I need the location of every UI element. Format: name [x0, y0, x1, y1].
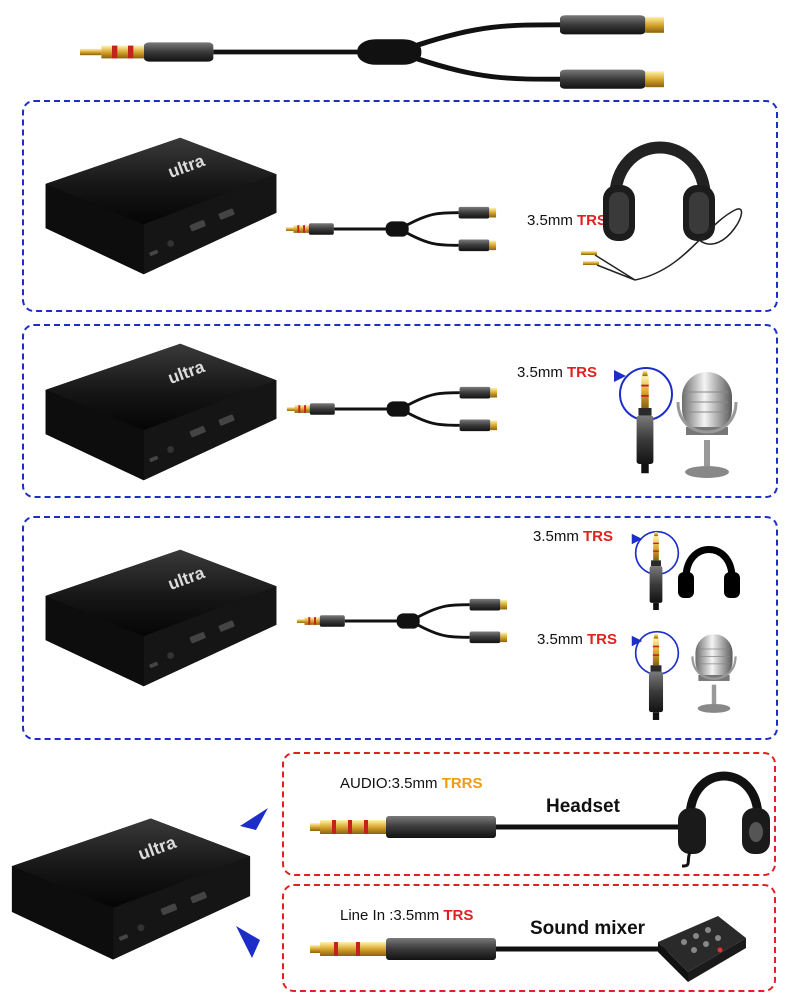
connector-label: 3.5mm TRS — [517, 364, 597, 381]
panel-headset-trrs — [282, 752, 776, 876]
panel-headphone-mic-connection — [22, 516, 778, 740]
microphone-icon — [672, 372, 742, 482]
panel-headset-connection — [22, 100, 778, 312]
gaming-headset-icon — [581, 141, 743, 281]
panel-title: Sound mixer — [530, 918, 646, 939]
panel-microphone-connection — [22, 324, 778, 498]
panel-title: Headset — [546, 796, 620, 817]
trs-cable-icon — [310, 938, 670, 960]
splitter-cable-icon — [283, 385, 521, 433]
pointer-arrow-icon — [631, 533, 643, 545]
jack-plug-icon — [631, 368, 659, 476]
connector-label-prefix: 3.5mm — [527, 212, 578, 229]
connector-label-prefix: 3.5mm — [537, 631, 588, 648]
capture-device-icon: ultra — [36, 128, 286, 282]
capture-device-icon: ultra — [2, 808, 260, 968]
connector-label: AUDIO:3.5mm TRRS — [340, 775, 483, 792]
arrow-icon — [240, 808, 268, 830]
connector-label-type: TRS — [577, 212, 608, 229]
connector-label-prefix: 3.5mm — [533, 528, 584, 545]
jack-plug-icon — [644, 532, 668, 610]
gaming-headset-icon — [678, 771, 770, 868]
connector-label-prefix: AUDIO:3.5mm — [340, 775, 442, 792]
connector-label-type: TRS — [567, 364, 598, 381]
trrs-cable-icon — [310, 816, 690, 838]
arrow-icon — [236, 926, 260, 958]
pointer-arrow-icon — [631, 635, 643, 647]
sound-mixer-icon — [658, 916, 746, 982]
connector-label-microphone: 3.5mm TRS — [537, 631, 617, 648]
connector-label: Line In :3.5mm TRS — [340, 907, 473, 924]
splitter-cable-icon — [293, 597, 531, 645]
splitter-cable-icon — [80, 12, 720, 92]
connector-label-prefix: Line In :3.5mm — [340, 907, 444, 924]
headphones-icon — [678, 546, 740, 598]
jack-plug-icon — [644, 634, 668, 720]
connector-label-type: TRRS — [441, 775, 483, 792]
connector-label-prefix: 3.5mm — [517, 364, 568, 381]
connector-label-type: TRS — [443, 907, 474, 924]
pointer-arrow-icon — [614, 370, 626, 382]
panel-sound-mixer-trs — [282, 884, 776, 992]
connector-label-headphones: 3.5mm TRS — [533, 528, 613, 545]
connector-label: 3.5mm TRS — [527, 212, 607, 229]
capture-device-icon: ultra — [36, 334, 286, 488]
connector-label-type: TRS — [587, 631, 618, 648]
microphone-icon — [688, 630, 740, 720]
splitter-cable-icon — [282, 205, 520, 253]
capture-device-icon: ultra — [36, 540, 286, 694]
connector-label-type: TRS — [583, 528, 614, 545]
